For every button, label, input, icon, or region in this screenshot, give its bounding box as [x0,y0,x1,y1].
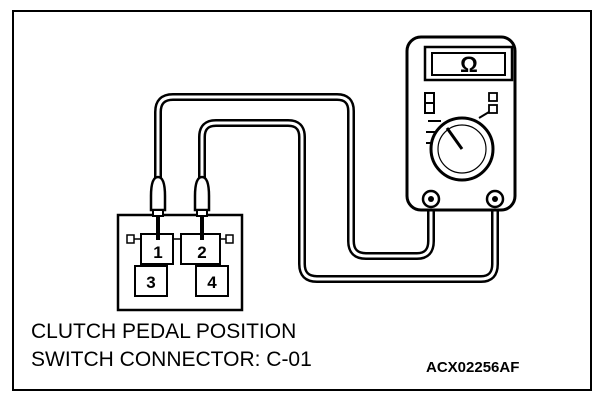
terminal-1-label: 1 [153,243,162,262]
figure-code: ACX02256AF [426,359,519,376]
mode-indicator-top [488,92,498,102]
probe-1 [149,175,167,240]
ohm-symbol: Ω [460,52,478,77]
jack-com [421,189,441,209]
terminal-4 [195,265,229,297]
multimeter: Ω [405,35,517,212]
mode-indicator-bottom [488,104,498,114]
terminal-2-label: 2 [197,243,206,262]
terminal-3 [134,265,168,297]
probe-2 [193,175,211,240]
jack-ohm [485,189,505,209]
range-dial [426,111,495,182]
caption-line-1: CLUTCH PEDAL POSITION [31,320,296,343]
test-lead-2 [198,119,499,283]
terminal-4-label: 4 [207,273,217,292]
switch-connector: 1 2 3 4 [116,213,244,312]
terminal-3-label: 3 [146,273,155,292]
test-lead-1 [154,93,435,260]
caption-line-2: SWITCH CONNECTOR: C-01 [31,348,312,371]
diagram-frame [12,10,592,391]
